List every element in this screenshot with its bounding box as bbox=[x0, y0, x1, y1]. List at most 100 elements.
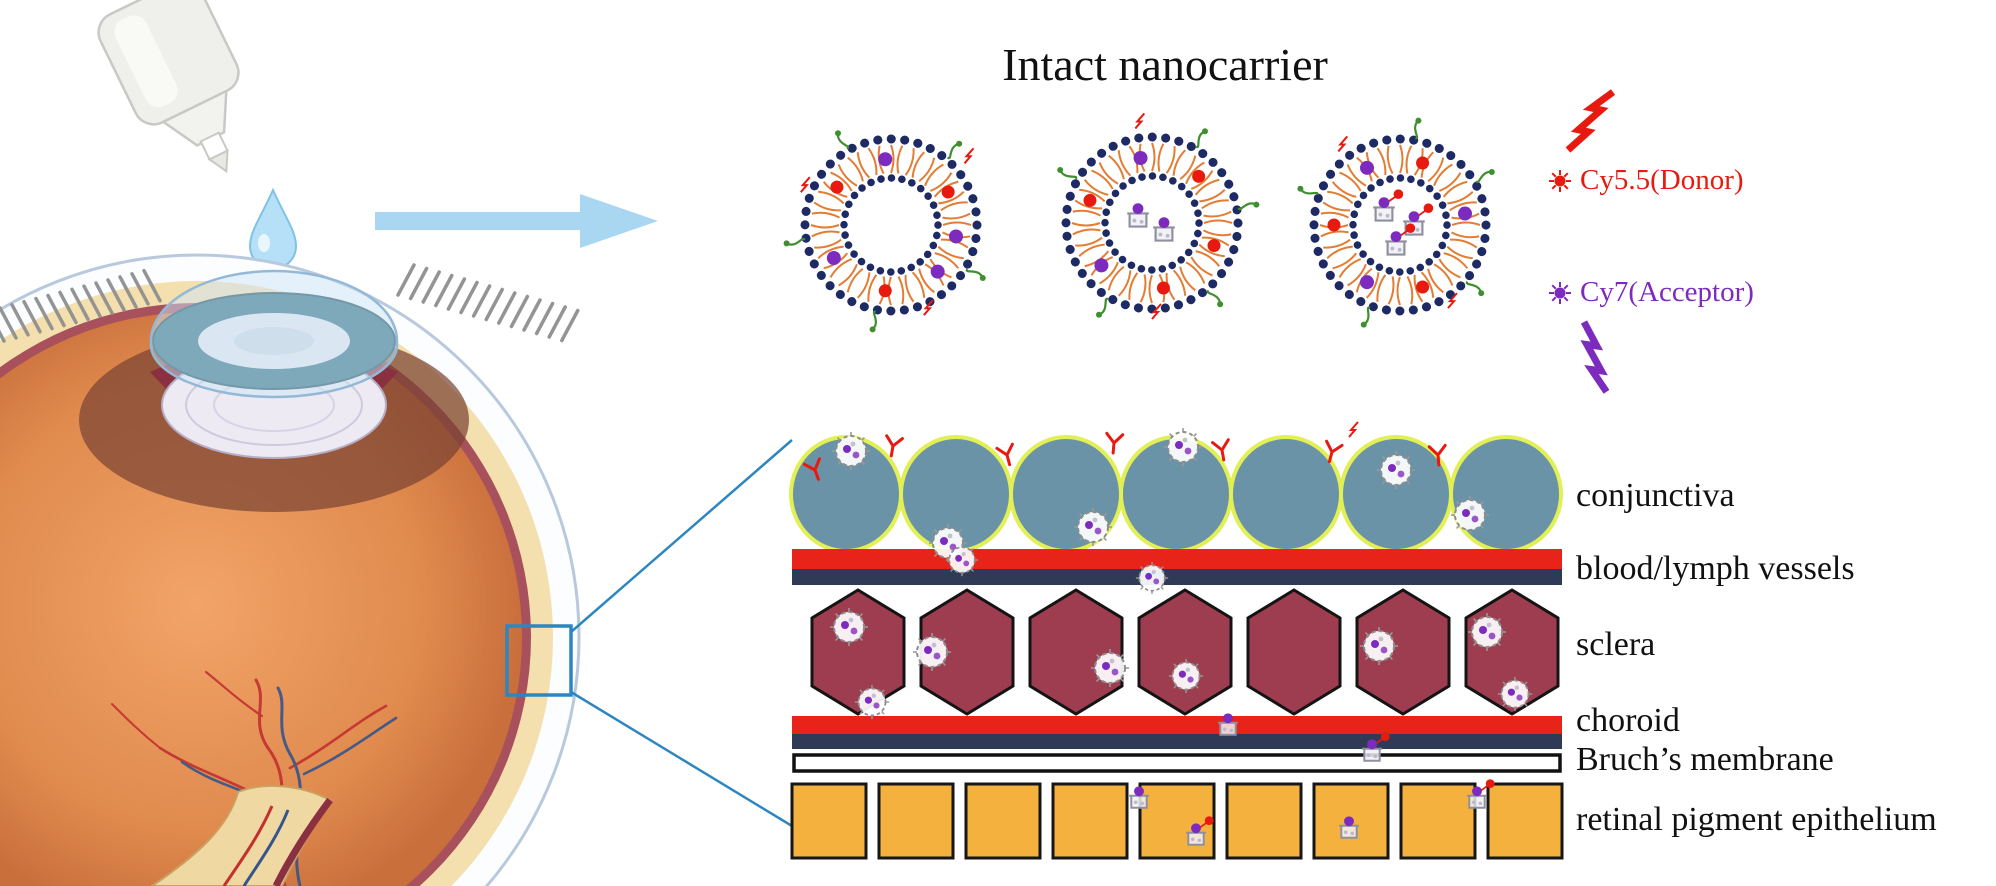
nanoparticle-icon bbox=[1074, 508, 1112, 546]
lymph-vessel-bar bbox=[792, 569, 1562, 585]
mini-red-zigzag bbox=[1348, 421, 1359, 438]
donor-dye-icon bbox=[1549, 170, 1571, 192]
acceptor-dye-dot bbox=[1191, 823, 1201, 834]
optic-nerve-artery bbox=[222, 805, 274, 886]
antibody-icon bbox=[1105, 431, 1125, 455]
donor-dye-dot bbox=[1485, 779, 1495, 788]
rpe-layer bbox=[790, 782, 1564, 860]
vessel-blue bbox=[302, 716, 398, 776]
red-zigzag bbox=[1565, 89, 1616, 153]
mini-red-zigzag bbox=[1134, 112, 1146, 130]
dye-dot bbox=[1083, 193, 1097, 207]
nanoparticle-icon bbox=[1497, 676, 1533, 712]
rpe-cell bbox=[964, 782, 1042, 860]
dye-dot bbox=[1416, 280, 1430, 294]
acceptor-dye-dot bbox=[1223, 713, 1233, 724]
nanoparticle-icon bbox=[1377, 451, 1415, 489]
nanoparticle-icon bbox=[1164, 428, 1202, 466]
label-choroid: choroid bbox=[1576, 702, 1680, 739]
optic-nerve-sheath bbox=[272, 797, 333, 886]
donor-dye-dot bbox=[1423, 203, 1434, 213]
nanocarrier bbox=[1057, 112, 1260, 320]
antibody-icon bbox=[1427, 443, 1447, 467]
dye-dot bbox=[1327, 218, 1341, 232]
dye-dot bbox=[1360, 160, 1374, 175]
drug-cargo-icon bbox=[1362, 732, 1390, 762]
lipid-tails bbox=[810, 144, 972, 306]
dye-dot bbox=[1360, 275, 1374, 290]
acceptor-dye-dot bbox=[1472, 786, 1482, 797]
nanoparticle-icon bbox=[832, 432, 870, 470]
eyelashes-right bbox=[396, 263, 580, 343]
antibody-icon bbox=[802, 457, 821, 481]
sclera-cell bbox=[1137, 588, 1233, 716]
drug-cargo-icon bbox=[1218, 713, 1238, 736]
eye-drop bbox=[248, 187, 298, 270]
antibody-icon bbox=[995, 442, 1014, 467]
antibody-icon bbox=[1325, 439, 1344, 464]
donor-dye-dot bbox=[1380, 732, 1390, 741]
drug-cargo-icon bbox=[1153, 217, 1175, 242]
dye-dot bbox=[941, 185, 955, 199]
acceptor-dye-icon bbox=[1549, 282, 1571, 304]
optic-nerve-vein bbox=[242, 809, 290, 886]
purple-zigzag bbox=[1580, 320, 1610, 394]
vessel-red bbox=[111, 703, 161, 749]
nanoparticle-icon bbox=[913, 633, 951, 671]
bruchs-membrane-bar bbox=[792, 753, 1562, 773]
rpe-cell bbox=[1051, 782, 1129, 860]
acceptor-dye-dot bbox=[1134, 786, 1144, 797]
acceptor-dye-dot bbox=[1378, 197, 1390, 208]
nanoparticle-icon bbox=[830, 608, 868, 646]
acceptor-dye-dot bbox=[1367, 739, 1377, 750]
mini-red-zigzag bbox=[963, 147, 975, 164]
nanoparticle-icon bbox=[1360, 627, 1398, 665]
bottle-shoulder bbox=[160, 89, 228, 147]
zoom-region-box bbox=[505, 624, 573, 697]
dye-dot bbox=[830, 180, 844, 194]
blood-vessel-bar bbox=[792, 549, 1562, 569]
donor-dye-dot bbox=[1393, 189, 1404, 199]
lipid-tails bbox=[1319, 144, 1481, 306]
vessel-red bbox=[288, 704, 388, 770]
rpe-cell bbox=[1399, 782, 1477, 860]
bottle-highlight bbox=[114, 15, 178, 108]
legend-acceptor-label: Cy7(Acceptor) bbox=[1580, 276, 1754, 308]
rpe-cell bbox=[1225, 782, 1303, 860]
nanoparticle-icon bbox=[1168, 658, 1204, 694]
figure-title: Intact nanocarrier bbox=[1002, 39, 1328, 90]
label-blood-lymph-vessels: blood/lymph vessels bbox=[1576, 550, 1855, 587]
rpe-cell bbox=[1312, 782, 1390, 860]
acceptor-dye-dot bbox=[1132, 203, 1144, 214]
nanoparticle-icon bbox=[1468, 613, 1506, 651]
nanocarrier bbox=[1297, 117, 1495, 328]
sclera-cell bbox=[1246, 588, 1342, 716]
acceptor-dye-dot bbox=[1158, 217, 1170, 228]
eye-drop-bottle bbox=[97, 0, 240, 174]
drug-cargo-icon bbox=[1467, 779, 1495, 809]
nanoparticle-icon bbox=[945, 543, 979, 577]
droplet-highlight bbox=[258, 234, 270, 252]
mini-red-zigzag bbox=[1337, 135, 1349, 153]
vessel-red bbox=[204, 670, 264, 718]
acceptor-dye-dot bbox=[1408, 211, 1420, 222]
dye-dot bbox=[1207, 239, 1221, 253]
nanoparticle-icon bbox=[1135, 561, 1169, 595]
mini-red-zigzag bbox=[923, 299, 934, 316]
dye-dot bbox=[1156, 281, 1170, 295]
label-conjunctiva: conjunctiva bbox=[1576, 477, 1735, 514]
donor-dye-dot bbox=[1204, 816, 1214, 825]
antibody-icon bbox=[885, 434, 904, 458]
legend-donor-label: Cy5.5(Donor) bbox=[1580, 164, 1744, 196]
zoom-connector-lower bbox=[570, 690, 793, 828]
sclera-cell bbox=[810, 588, 906, 716]
choroid-red-bar bbox=[792, 716, 1562, 734]
antibody-icon bbox=[1211, 438, 1230, 462]
drug-cargo-icon bbox=[1373, 189, 1404, 222]
dye-dot bbox=[930, 264, 945, 279]
intact-nanocarriers bbox=[783, 112, 1495, 333]
nanoparticle-icon bbox=[854, 684, 890, 720]
choroid-navy-bar bbox=[792, 734, 1562, 749]
lipid-tails bbox=[1071, 142, 1233, 304]
